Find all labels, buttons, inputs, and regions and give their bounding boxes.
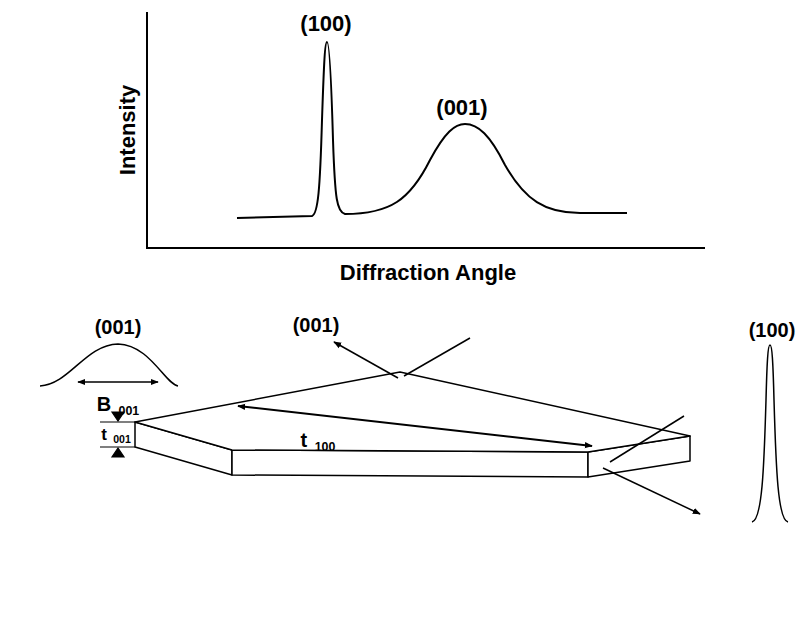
- axis-title: Intensity: [117, 85, 139, 175]
- plane-label: (001): [293, 315, 340, 335]
- peak-label: (100): [300, 13, 351, 35]
- peak-001-broad: [40, 344, 178, 386]
- axis-title: Diffraction Angle: [340, 262, 516, 284]
- width-arrow: [238, 406, 592, 446]
- peak-label: (001): [95, 317, 142, 337]
- peak-label: (001): [436, 97, 487, 119]
- width-label: B 001: [97, 394, 140, 414]
- plate-crystal: [135, 372, 690, 477]
- thickness-label: t 001: [101, 426, 131, 443]
- chart-axes: [146, 12, 705, 248]
- peak-100-narrow: [752, 345, 788, 522]
- peak-width-arrow: [78, 381, 158, 383]
- beam-100: [603, 416, 700, 514]
- thickness-marker: [100, 412, 135, 457]
- beam-001: [334, 338, 470, 378]
- diffraction-curve: [237, 42, 627, 218]
- thickness-label: t 100: [301, 430, 336, 450]
- plane-label: (100): [749, 320, 796, 340]
